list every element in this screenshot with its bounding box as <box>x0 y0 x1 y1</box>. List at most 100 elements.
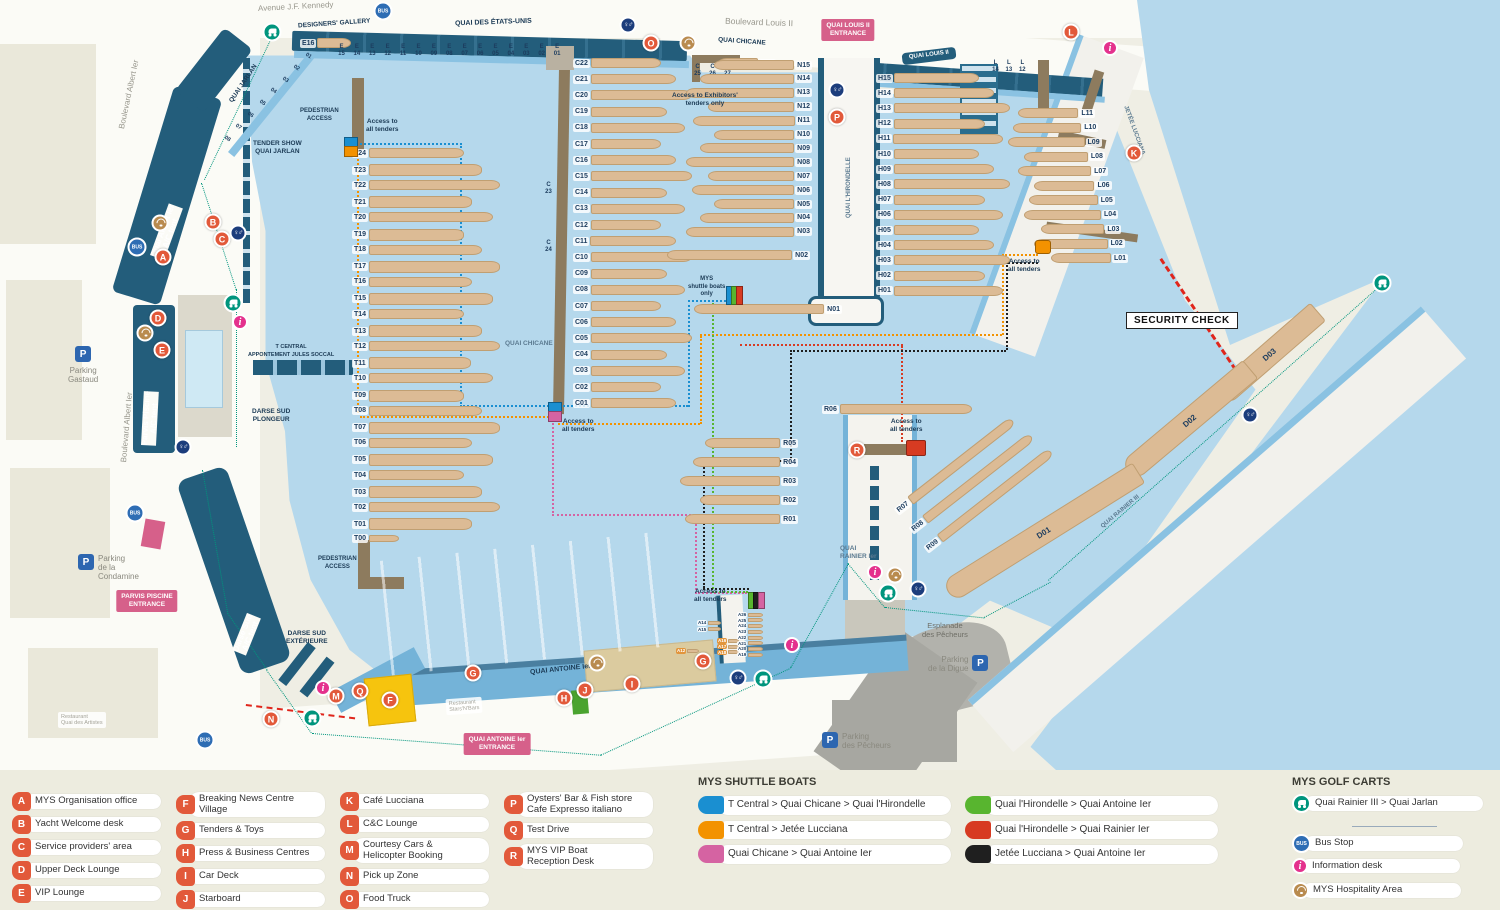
legend-badge-D: D <box>12 861 31 880</box>
berth-label: H03 <box>876 255 893 265</box>
berth-C18: C18 <box>573 122 686 133</box>
yacht-shape <box>692 115 795 126</box>
berth-label: C11 <box>573 236 590 246</box>
berth-label: H15 <box>876 73 893 83</box>
berth-C08: C08 <box>573 284 686 295</box>
yacht-shape <box>590 236 676 247</box>
legend-badge-L: L <box>340 815 359 834</box>
legend-route-color <box>965 796 991 815</box>
yacht-shape <box>590 203 686 214</box>
berth-L11: L11 <box>1018 108 1095 118</box>
berth-C02: C02 <box>573 382 661 392</box>
berth-label: T03 <box>352 487 369 497</box>
info-icon: i <box>867 564 883 580</box>
berth-label: C01 <box>573 398 590 408</box>
berth-L13: L 13 <box>1003 60 1014 73</box>
berth-label: C18 <box>573 123 590 133</box>
c25-pier-v <box>692 55 700 82</box>
wc-icon: ♀♂ <box>729 669 747 687</box>
route-orange <box>558 423 700 425</box>
berth-N07: N07 <box>708 171 812 182</box>
berth-C09: C09 <box>573 268 668 279</box>
info-icon: i <box>1102 40 1118 56</box>
legend-badge-H: H <box>176 844 195 863</box>
berth-label: A23 <box>737 629 748 635</box>
route-orange <box>360 416 553 418</box>
berth-label: A18 <box>717 649 728 656</box>
berth-label: E16 <box>300 38 317 48</box>
parking-icon: P <box>972 655 989 671</box>
berth-N12: N12 <box>708 101 812 112</box>
berth-N15: N15 <box>714 60 812 70</box>
yacht-shape <box>369 518 472 531</box>
berth-C04: C04 <box>573 349 668 360</box>
yacht-shape <box>686 87 795 98</box>
yacht-shape <box>893 88 995 99</box>
berth-H04: H04 <box>876 240 995 251</box>
berth-label: C12 <box>573 220 590 230</box>
legend-label: Café Lucciana <box>353 794 489 809</box>
yacht-shape <box>748 612 764 617</box>
berth-H10: H10 <box>876 149 979 159</box>
berth-N05: N05 <box>714 199 812 209</box>
berth-label: T21 <box>352 197 369 207</box>
entrance-parvis-piscine: PARVIS PISCINE ENTRANCE <box>116 590 178 612</box>
city-block <box>6 280 82 440</box>
yacht-shape <box>893 133 1003 144</box>
route-pink <box>552 514 695 516</box>
yacht-shape <box>708 627 722 632</box>
berth-label: L10 <box>1082 123 1099 132</box>
berth-label: N05 <box>795 199 812 209</box>
berth-label: T00 <box>352 534 369 544</box>
berth-label: N14 <box>795 74 812 84</box>
quai-hirondelle-label: QUAI L'HIRONDELLE <box>846 157 852 218</box>
berth-label: L11 <box>1079 108 1095 118</box>
legend-label: Quai Chicane > Quai Antoine Ier <box>718 845 951 864</box>
yacht-shape <box>369 180 501 191</box>
info-icon: i <box>232 314 248 330</box>
legend-badge-A: A <box>12 792 31 811</box>
legend-route-color <box>698 796 724 815</box>
facility-badge-Q: Q <box>351 682 369 700</box>
yacht-shape <box>369 437 472 448</box>
yacht-shape <box>708 171 795 182</box>
berth-label: T02 <box>352 502 369 512</box>
route-orange <box>700 336 702 424</box>
berth-A16: A16 <box>717 638 740 644</box>
berth-A20: A20 <box>737 646 764 652</box>
golf-divider <box>1352 826 1437 827</box>
hub-tcentral-orange <box>344 146 358 157</box>
yacht-shape <box>708 620 722 625</box>
berth-label: E 11 <box>399 44 407 57</box>
yacht-shape <box>1040 224 1105 234</box>
legend-label: Press & Business Centres <box>189 846 325 861</box>
berth-label: H06 <box>876 210 893 220</box>
parking-icon: P <box>822 732 838 748</box>
berth-label: E 09 <box>430 44 438 57</box>
berth-label: L 14 <box>992 60 999 73</box>
berth-E01: E 01 <box>552 44 563 57</box>
berth-E11: E 11 <box>398 44 409 57</box>
berth-label: L09 <box>1085 137 1102 147</box>
berth-E10: E 10 <box>413 44 424 57</box>
parking-icon: P <box>75 346 92 362</box>
yacht-shape <box>369 341 501 352</box>
berth-label: C 23 <box>545 182 552 195</box>
route-cart <box>236 289 237 447</box>
berth-label: E 06 <box>476 44 484 57</box>
berth-label: T07 <box>352 423 369 433</box>
berth-N04: N04 <box>700 212 812 223</box>
berth-T19: T19 <box>352 228 465 241</box>
berth-C22: C22 <box>573 58 661 68</box>
quai-rainier1-label: QUAI RAINIER Ier <box>840 545 877 560</box>
info-icon: i <box>315 680 331 696</box>
berth-label: N15 <box>795 60 812 70</box>
berth-T16: T16 <box>352 276 472 287</box>
berth-H08: H08 <box>876 179 1010 190</box>
